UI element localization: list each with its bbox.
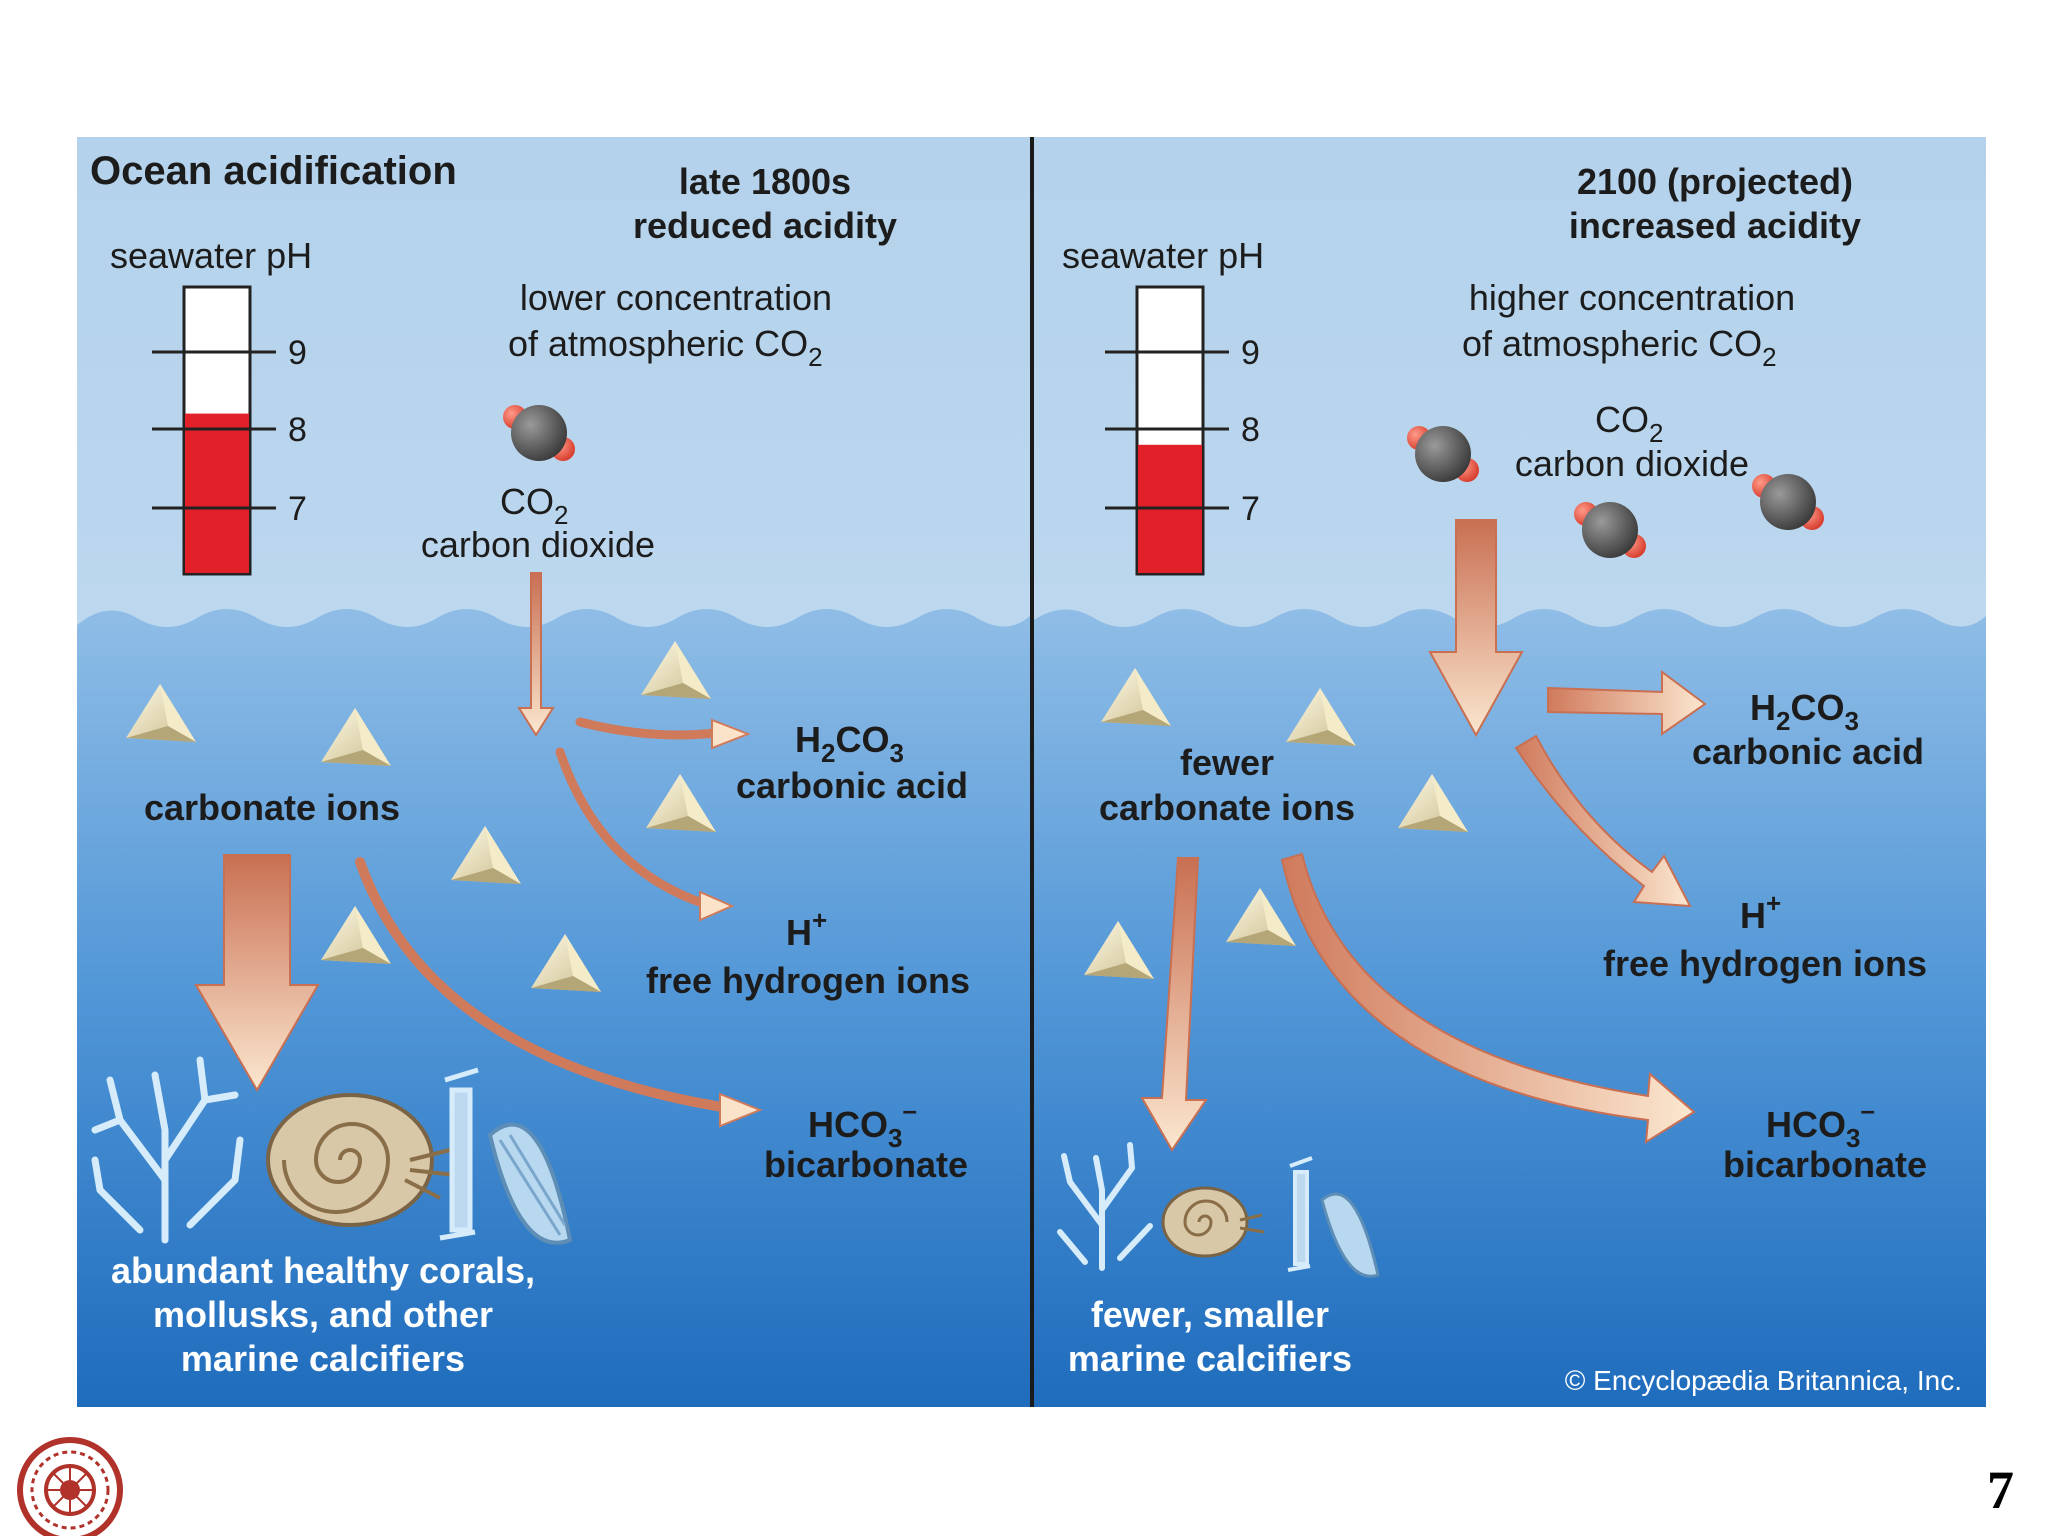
page-number: 7 (1987, 1460, 2014, 1520)
right-marine-calcifiers (1057, 1142, 1380, 1278)
left-ph-tick-9: 9 (288, 334, 307, 372)
left-nautilus-icon (266, 1093, 456, 1227)
right-co2-formula: CO2 (1595, 399, 1663, 448)
left-hco3-formula: HCO3– (808, 1095, 917, 1153)
left-hco3-name: bicarbonate (764, 1144, 968, 1185)
left-mussel-icon (487, 1122, 573, 1245)
left-coral-icon (91, 1056, 244, 1244)
right-water (1034, 609, 1986, 1407)
right-carbonate-line2: carbonate ions (1099, 787, 1355, 828)
right-ph-gauge: seawater pH 9 8 7 (1062, 235, 1264, 576)
left-calcifier-line3: marine calcifiers (181, 1338, 465, 1379)
left-ph-label: seawater pH (110, 235, 312, 276)
left-calcifier-line2: mollusks, and other (153, 1294, 493, 1335)
right-mussel-icon (1320, 1192, 1380, 1278)
left-atmosphere-line1: lower concentration (520, 277, 832, 318)
left-ph-tick-8: 8 (288, 411, 307, 449)
left-co2-name: carbon dioxide (421, 524, 655, 565)
right-hplus-name: free hydrogen ions (1603, 943, 1927, 984)
left-carbonate-to-bicarbonate-arrow (355, 857, 733, 1113)
right-carbonate-to-calcifier-arrow (1140, 857, 1208, 1152)
right-co2-down-arrow (1428, 519, 1524, 738)
right-atmosphere-line1: higher concentration (1469, 277, 1795, 318)
left-hplus-name: free hydrogen ions (646, 960, 970, 1001)
figure-title: Ocean acidification (90, 149, 457, 193)
right-hco3-formula: HCO3– (1766, 1095, 1875, 1153)
left-ph-fill (185, 413, 249, 573)
right-carbonate-line1: fewer (1180, 742, 1274, 783)
left-co2-down-arrow (517, 572, 555, 737)
right-era: 2100 (projected) (1577, 161, 1853, 202)
right-calcifier-line1: fewer, smaller (1091, 1294, 1329, 1335)
left-era: late 1800s (679, 161, 851, 202)
institute-logo (17, 1437, 123, 1536)
left-atmosphere-line2: of atmospheric CO2 (508, 323, 823, 372)
left-calcifier-line1: abundant healthy corals, (111, 1250, 535, 1291)
left-co2-formula: CO2 (500, 481, 568, 530)
left-carbonate-label: carbonate ions (144, 787, 400, 828)
right-atmosphere-line2: of atmospheric CO2 (1462, 323, 1777, 372)
right-arrow-to-h2co3 (1547, 670, 1707, 736)
left-diatom-icon (439, 1067, 479, 1241)
right-co2-name: carbon dioxide (1515, 443, 1749, 484)
copyright-notice: © Encyclopædia Britannica, Inc. (1565, 1365, 1962, 1396)
right-h2co3-formula: H2CO3 (1750, 687, 1859, 736)
right-arrows (1140, 519, 1707, 1152)
right-coral-icon (1057, 1142, 1153, 1271)
right-acidity: increased acidity (1569, 205, 1861, 246)
right-hplus-formula: H+ (1740, 888, 1781, 936)
left-acidity: reduced acidity (633, 205, 897, 246)
left-h2co3-formula: H2CO3 (795, 719, 904, 768)
left-hplus-formula: H+ (786, 905, 827, 953)
right-panel: 2100 (projected) increased acidity seawa… (1034, 137, 1986, 1407)
left-arrows (194, 572, 763, 1128)
panel-divider (1030, 137, 1034, 1407)
right-carbonate-to-bicarbonate-arrow (1280, 852, 1696, 1144)
right-diatom-icon (1287, 1156, 1313, 1272)
right-ph-tick-7: 7 (1241, 490, 1260, 528)
left-panel: Ocean acidification late 1800s reduced a… (77, 137, 1030, 1407)
right-ph-label: seawater pH (1062, 235, 1264, 276)
left-h2co3-name: carbonic acid (736, 765, 968, 806)
right-ph-tick-8: 8 (1241, 411, 1260, 449)
right-ph-tick-9: 9 (1241, 334, 1260, 372)
right-arrow-to-hplus (1514, 734, 1692, 908)
left-arrow-to-h2co3 (575, 717, 720, 740)
left-marine-calcifiers (91, 1056, 573, 1245)
left-carbonate-to-calcifier-arrow (194, 854, 320, 1092)
right-calcifier-line2: marine calcifiers (1068, 1338, 1352, 1379)
left-ph-gauge: seawater pH 9 8 7 (110, 235, 312, 576)
left-arrow-to-hplus (555, 747, 713, 910)
right-hco3-name: bicarbonate (1723, 1144, 1927, 1185)
right-nautilus-icon (1161, 1186, 1265, 1258)
right-h2co3-name: carbonic acid (1692, 731, 1924, 772)
left-ph-tick-7: 7 (288, 490, 307, 528)
